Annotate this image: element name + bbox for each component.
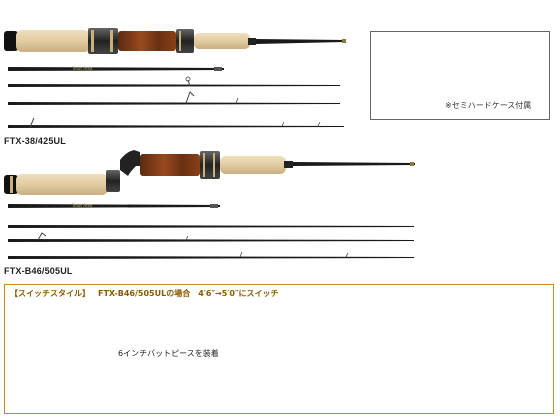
rod2-section-3 <box>8 225 414 228</box>
switch-title-part2: FTX-B46/505ULの場合 <box>98 289 191 298</box>
rod1-section-3 <box>8 76 340 87</box>
rod1-section-5 <box>8 117 344 128</box>
rod1-section-2: Trout Area <box>8 66 224 71</box>
switch-style-panel <box>4 284 554 414</box>
rod1-model-label: FTX-38/425UL <box>4 136 66 146</box>
switch-title-part3: 4′6″→5′0″にスイッチ <box>198 289 279 298</box>
pad-piece-label: 6インチバットピースを装着 <box>118 349 219 358</box>
rod2-section-5 <box>8 251 414 259</box>
switch-style-title: 【スイッチスタイル】 FTX-B46/505ULの場合 4′6″→5′0″にスイッチ <box>6 287 283 301</box>
svg-text:Trout Area: Trout Area <box>71 66 93 71</box>
rod2-section-4 <box>8 232 414 242</box>
rod1-section-4 <box>8 91 340 105</box>
rod2-butt-section <box>4 150 415 195</box>
switch-title-part1: 【スイッチスタイル】 <box>10 289 90 298</box>
rod2-model-label: FTX-B46/505UL <box>4 266 73 276</box>
rod2-section-2: Trout Area <box>8 203 220 208</box>
case-frame <box>370 31 550 120</box>
case-note: ※セミハードケース付属 <box>445 101 532 110</box>
svg-text:Trout Area: Trout Area <box>71 203 93 208</box>
rod1-butt-section <box>4 28 346 54</box>
